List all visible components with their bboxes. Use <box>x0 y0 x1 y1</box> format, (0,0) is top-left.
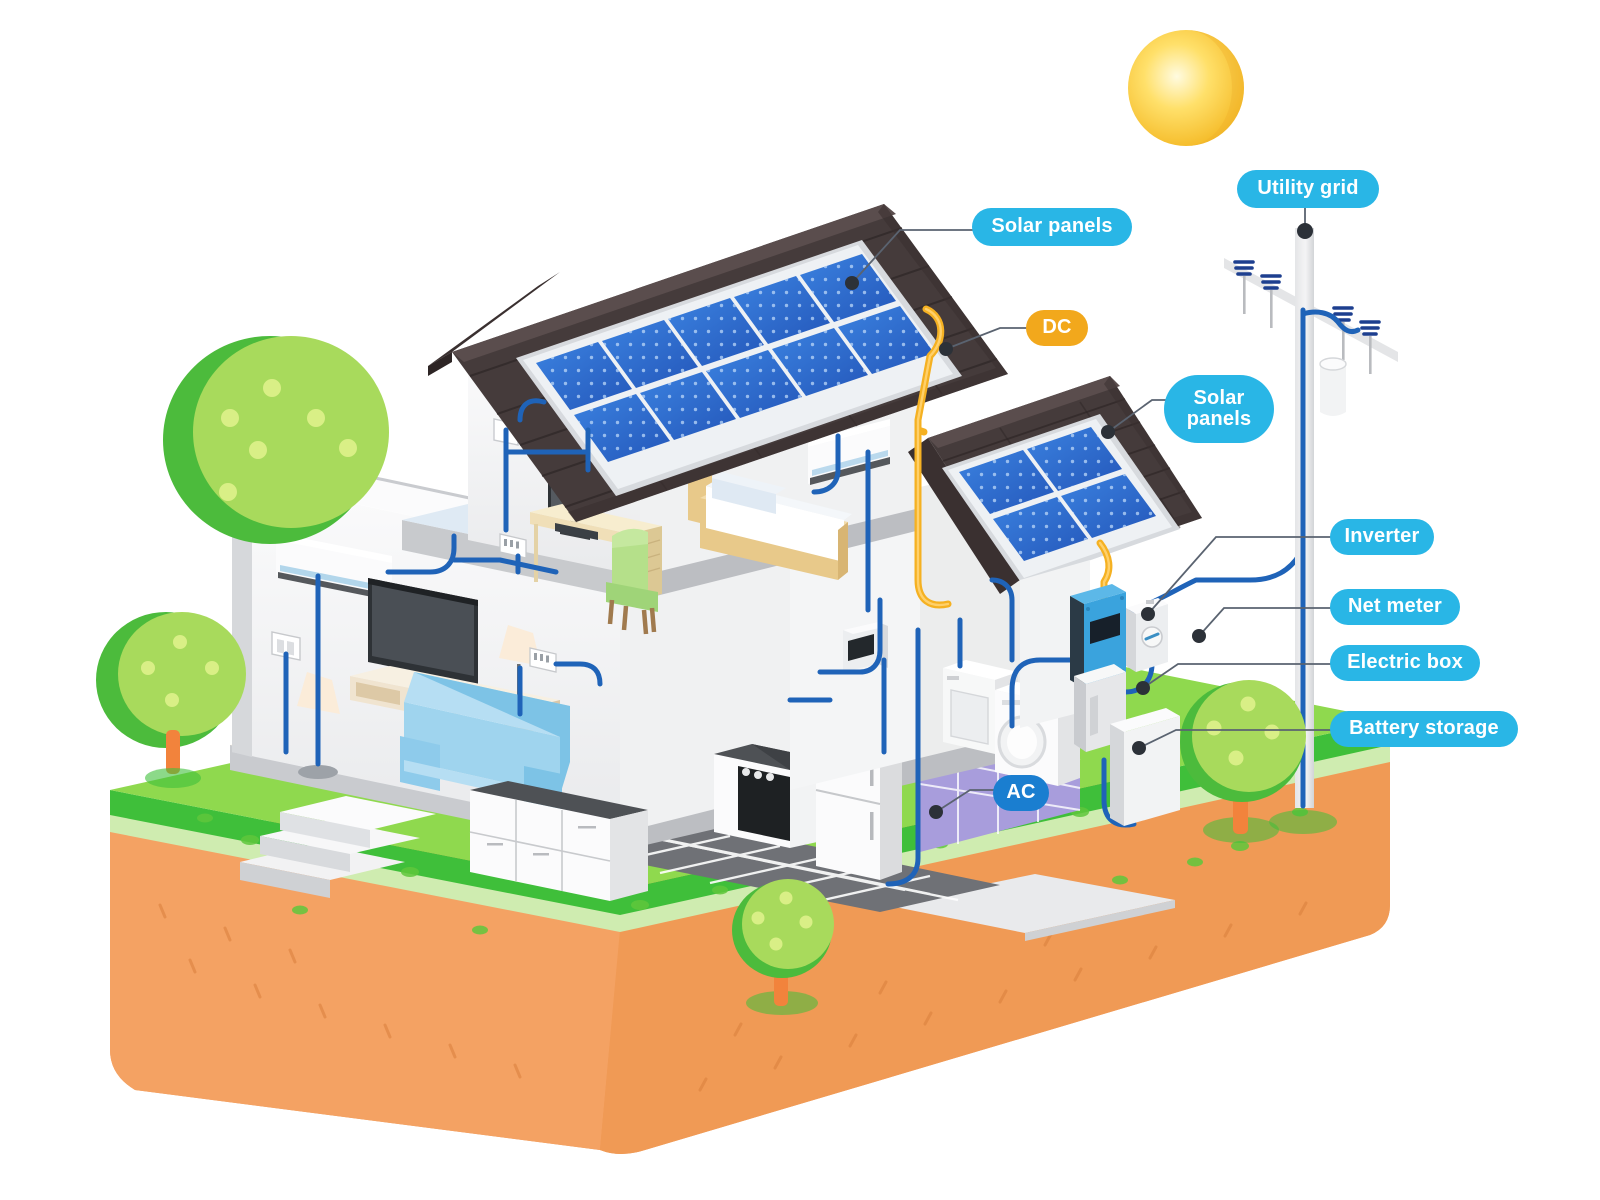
thermostat <box>843 622 888 672</box>
tree-front-center <box>732 879 834 1015</box>
pole-insulators <box>1233 260 1381 374</box>
label-text-line1: Solar <box>1193 386 1245 409</box>
label-text: Solar panels <box>991 215 1113 238</box>
ac-wiring <box>283 398 1303 887</box>
entry-steps <box>240 796 436 898</box>
electric-box <box>1074 664 1126 752</box>
label-utility-grid[interactable]: Utility grid <box>1237 170 1379 208</box>
living-room-tv <box>368 578 478 684</box>
label-solar-panels-upper[interactable]: Solar panels <box>972 208 1132 246</box>
sofa <box>400 672 570 814</box>
upper-outlet <box>499 533 527 559</box>
label-text: DC <box>1042 316 1072 339</box>
tree-left-large <box>162 335 389 545</box>
label-dc-badge[interactable]: DC <box>1026 310 1088 346</box>
label-ac-badge[interactable]: AC <box>993 775 1049 811</box>
label-text: Electric box <box>1347 651 1463 674</box>
sun-icon <box>1128 30 1244 146</box>
label-electric-box[interactable]: Electric box <box>1330 645 1480 681</box>
pole-transformer <box>1319 357 1347 416</box>
tree-left-small <box>95 611 246 788</box>
label-text: Net meter <box>1347 595 1443 618</box>
dc-wiring-inner <box>916 307 1111 607</box>
tree-right <box>1180 680 1306 843</box>
label-inverter[interactable]: Inverter <box>1330 519 1434 555</box>
walkway <box>885 874 1175 941</box>
label-text: Battery storage <box>1349 717 1499 740</box>
living-room-ac-unit <box>276 533 392 601</box>
label-text-line2: panels <box>1186 408 1252 430</box>
battery-storage <box>1110 708 1180 826</box>
office-chair <box>606 528 658 635</box>
label-battery-storage[interactable]: Battery storage <box>1330 711 1518 747</box>
inverter <box>1070 584 1126 688</box>
label-net-meter[interactable]: Net meter <box>1330 589 1460 625</box>
leader-dots <box>845 223 1313 819</box>
label-text: Inverter <box>1344 525 1420 548</box>
label-text: Utility grid <box>1257 177 1359 200</box>
label-text: AC <box>1006 781 1036 804</box>
light-switch <box>271 631 301 661</box>
lower-roof-solar-array <box>942 414 1180 584</box>
living-room-outlet <box>529 647 557 673</box>
label-solar-panels-lower[interactable]: Solar panels <box>1164 375 1274 443</box>
main-roof-solar-array <box>516 240 962 496</box>
kitchen-counter <box>469 781 648 901</box>
